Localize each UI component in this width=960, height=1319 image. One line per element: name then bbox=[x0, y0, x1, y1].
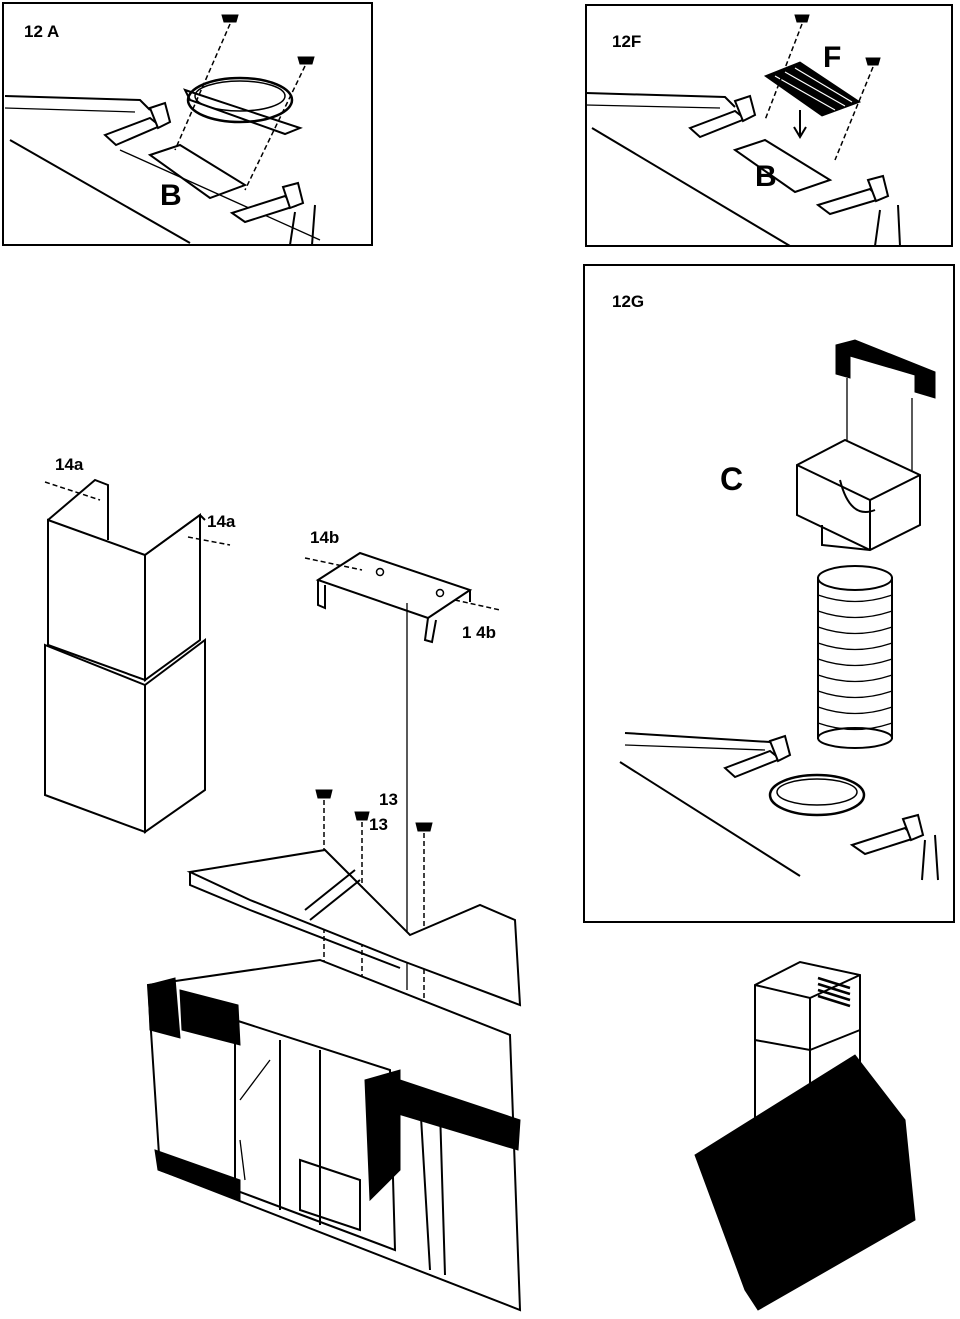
callout-13-a: 13 bbox=[379, 790, 398, 809]
upper-wall-bracket: 14b 1 4b bbox=[304, 528, 501, 990]
panel-12a-part-label: B bbox=[160, 179, 182, 212]
callout-14a-top: 14a bbox=[55, 455, 84, 474]
callout-14a-side: 14a bbox=[207, 512, 236, 531]
hood-body bbox=[146, 958, 522, 1312]
lower-chimney-cover bbox=[44, 638, 206, 834]
panel-12f-right-bracket bbox=[815, 174, 890, 216]
screw-line-14a-top bbox=[44, 481, 101, 501]
screw-line-14a-side bbox=[187, 536, 231, 546]
chimney-cover-assembly: 14a 14a bbox=[44, 455, 236, 834]
panel-12a-opening bbox=[147, 143, 248, 200]
panel-12f-label: 12F bbox=[612, 32, 641, 51]
panel-12g-label: 12G bbox=[612, 292, 644, 311]
panel-12f-filter bbox=[763, 61, 862, 117]
panel-12a: 12 A B bbox=[2, 2, 373, 246]
panel-12g-flexible-duct bbox=[817, 565, 893, 749]
panel-12g: 12G C bbox=[583, 264, 955, 923]
panel-12g-part-label: C bbox=[720, 461, 743, 497]
panel-12g-right-bracket bbox=[849, 813, 925, 856]
panel-12f-hood-top bbox=[585, 92, 901, 247]
panel-12a-label: 12 A bbox=[24, 22, 59, 41]
panel-12g-top-cover bbox=[835, 339, 936, 399]
screw-line-14b-side bbox=[454, 599, 501, 611]
panel-12a-frame bbox=[2, 2, 373, 246]
assembled-hood bbox=[694, 960, 916, 1311]
callout-14b-side: 1 4b bbox=[462, 623, 496, 642]
panel-12f-screws bbox=[794, 14, 881, 66]
callout-13-b: 13 bbox=[369, 815, 388, 834]
panel-12f: 12F F B bbox=[585, 4, 953, 247]
panel-12f-opening bbox=[732, 138, 833, 194]
panel-12f-part-label-top: F bbox=[823, 41, 841, 74]
panel-12f-left-bracket bbox=[688, 94, 757, 139]
panel-12a-right-bracket bbox=[229, 181, 305, 224]
screw-line-14b-top bbox=[304, 557, 363, 571]
panel-12f-guide-lines bbox=[764, 23, 874, 161]
upper-chimney-cover bbox=[47, 478, 206, 682]
panel-12f-arrow bbox=[793, 110, 807, 139]
panel-12g-collar bbox=[768, 773, 866, 817]
panel-12a-screws bbox=[221, 14, 315, 65]
panel-12f-part-label-bottom: B bbox=[755, 160, 777, 193]
panel-12a-guide-lines bbox=[174, 23, 306, 191]
panel-12f-frame bbox=[585, 4, 953, 247]
panel-12a-left-bracket bbox=[103, 101, 172, 147]
panel-12g-left-bracket bbox=[723, 734, 792, 779]
callout-14b-top: 14b bbox=[310, 528, 339, 547]
hood-top-plate bbox=[186, 848, 522, 1007]
panel-12a-collar bbox=[183, 76, 303, 136]
panel-12g-guide-lines bbox=[846, 378, 913, 475]
panel-12g-connector-box bbox=[796, 438, 921, 552]
